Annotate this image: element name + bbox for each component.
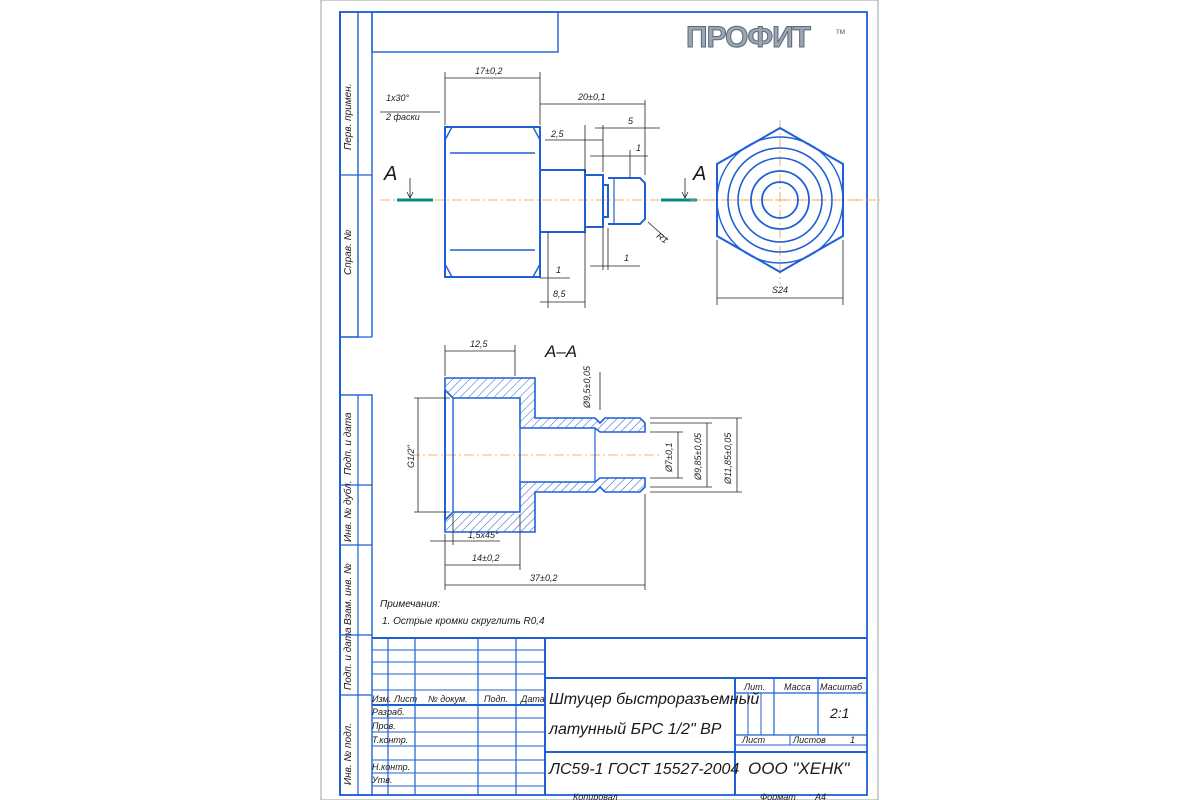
- side-label-sprav: Справ. №: [343, 229, 354, 275]
- tb-lit: Лит.: [743, 682, 765, 692]
- dim-8-5: 8,5: [553, 289, 567, 299]
- tb-name-line1: Штуцер быстроразъемный: [549, 691, 759, 708]
- dim-5: 5: [628, 116, 634, 126]
- dim-1-top: 1: [636, 143, 641, 153]
- cut-mark-left: А: [383, 163, 397, 185]
- tb-col-data: Дата: [520, 694, 545, 704]
- dim-d9-85: Ø9,85±0,05: [693, 432, 703, 481]
- cut-mark-right: А: [692, 163, 706, 185]
- dim-1-bot-right: 1: [624, 253, 629, 263]
- title-block: Изм. Лист № докум. Подп. Дата Разраб. Пр…: [371, 637, 867, 800]
- side-view: А А 17±0,2 20±0,1 1х30° 2 фаски 2,5 5 1 …: [380, 66, 880, 308]
- end-view: S24: [690, 120, 870, 305]
- tb-listov: Листов: [792, 735, 826, 745]
- side-label-inv-dubl: Инв. № дубл.: [342, 481, 354, 543]
- tb-row-utv: Утв.: [371, 775, 392, 785]
- logo-text: ПРОФИТ: [686, 21, 811, 54]
- section-title: А–А: [544, 342, 577, 361]
- tb-row-razrab: Разраб.: [372, 707, 405, 717]
- tb-company: ООО "ХЕНК": [748, 759, 850, 778]
- tb-row-nkontr: Н.контр.: [372, 762, 410, 772]
- tb-material: ЛС59-1 ГОСТ 15527-2004: [548, 761, 739, 778]
- dim-d9-5: Ø9,5±0,05: [582, 365, 592, 409]
- tb-col-list: Лист: [393, 694, 418, 704]
- tb-row-tkontr: Т.контр.: [372, 735, 408, 745]
- dim-d7: Ø7±0,1: [664, 443, 674, 473]
- dim-s24: S24: [772, 285, 788, 295]
- dim-1-bot-left: 1: [556, 265, 561, 275]
- dim-14: 14±0,2: [472, 553, 499, 563]
- notes-title: Примечания:: [380, 599, 440, 610]
- side-label-perv: Перв. примен.: [343, 84, 354, 150]
- tb-scale-value: 2:1: [829, 705, 849, 721]
- tb-col-podp: Подп.: [484, 694, 508, 704]
- side-label-podp1: Подп. и дата: [343, 412, 354, 475]
- logo: ПРОФИТ тм: [686, 21, 846, 55]
- tb-kopiroval: Копировал: [573, 792, 618, 800]
- tb-col-izm: Изм.: [372, 694, 391, 704]
- dim-g1-2: G1/2": [406, 444, 416, 468]
- notes-item-1: 1. Острые кромки скруглить R0,4: [382, 616, 545, 627]
- dim-2-5: 2,5: [550, 129, 565, 139]
- dim-chamfer-angle: 1х30°: [386, 93, 410, 103]
- tb-format-value: А4: [814, 792, 826, 800]
- side-label-vzam: Взам. инв. №: [343, 563, 354, 625]
- dim-12-5: 12,5: [470, 339, 489, 349]
- tb-listov-value: 1: [850, 735, 855, 745]
- side-label-inv-podl: Инв. № подл.: [343, 723, 354, 785]
- logo-tm: тм: [836, 27, 845, 36]
- notes: Примечания: 1. Острые кромки скруглить R…: [380, 599, 545, 627]
- side-labels: Перв. примен. Справ. № Подп. и дата Инв.…: [342, 84, 354, 785]
- dim-d11-85: Ø11,85±0,05: [723, 432, 733, 485]
- tb-col-doc: № докум.: [428, 694, 468, 704]
- tb-masshtab: Масштаб: [820, 682, 863, 692]
- tb-row-prov: Пров.: [372, 721, 396, 731]
- tb-list: Лист: [741, 735, 766, 745]
- dim-chamfer-1-5: 1,5х45°: [468, 530, 499, 540]
- dim-37: 37±0,2: [530, 573, 557, 583]
- sheet-frame: [320, 0, 879, 800]
- dim-20: 20±0,1: [577, 92, 605, 102]
- tb-format: Формат: [760, 792, 796, 800]
- dim-17: 17±0,2: [475, 66, 502, 76]
- dim-r1: R1: [655, 231, 670, 246]
- tb-name-line2: латунный БРС 1/2" ВР: [548, 721, 722, 738]
- side-label-podp2: Подп. и дата: [343, 627, 354, 690]
- dim-chamfer-note: 2 фаски: [385, 112, 420, 122]
- tb-massa: Масса: [784, 682, 811, 692]
- section-view: А–А 12,5 Ø9,5±0,05 G1/2" Ø7±0,1 Ø9,85±0,…: [406, 339, 742, 590]
